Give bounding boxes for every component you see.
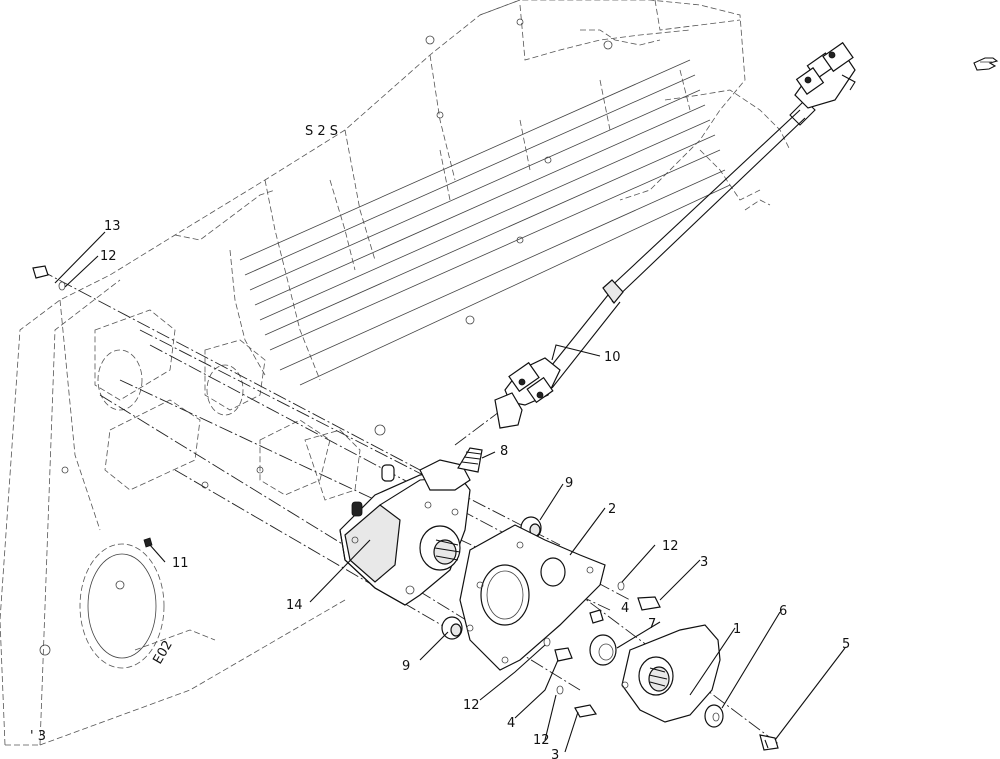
bolt-5 xyxy=(759,734,779,751)
bushing xyxy=(589,634,617,666)
callout-3-lower: 3 xyxy=(551,748,559,759)
callout-1: 1 xyxy=(733,622,741,637)
upper-universal-joint xyxy=(794,41,856,109)
mounting-plate xyxy=(459,524,606,671)
lower-universal-joint xyxy=(494,357,561,429)
bolt-3-upper xyxy=(637,596,661,611)
callout-6: 6 xyxy=(779,604,787,619)
callout-14: 14 xyxy=(286,598,303,613)
chassis-frame-outline: E02 S 2 S ' 3 xyxy=(0,0,791,746)
gearbox-input-shaft xyxy=(457,447,483,473)
cover-disc xyxy=(621,624,721,723)
bolt-4-upper xyxy=(589,609,604,624)
steering-shaft xyxy=(539,99,816,389)
callout-9-upper: 9 xyxy=(565,476,573,491)
steering-gearbox xyxy=(339,447,483,606)
svg-text:E02: E02 xyxy=(150,638,175,667)
callout-10: 10 xyxy=(604,350,621,365)
callout-12-lower-left: 12 xyxy=(463,698,480,713)
callout-8: 8 xyxy=(500,444,508,459)
fitting-11 xyxy=(143,537,153,548)
callout-5: 5 xyxy=(842,637,850,652)
lock-washer-12-mid xyxy=(543,637,551,647)
lock-washer-12-upper xyxy=(617,581,625,591)
callout-3-upper: 3 xyxy=(700,555,708,570)
callout-12-bottom: 12 xyxy=(533,733,550,748)
leader-lines xyxy=(54,231,846,753)
bolt-13 xyxy=(32,265,66,291)
svg-text:S 2 S: S 2 S xyxy=(305,124,338,139)
callout-11: 11 xyxy=(172,556,189,571)
callout-4-upper: 4 xyxy=(621,601,629,616)
callout-12-right: 12 xyxy=(662,539,679,554)
callouts: 13 12 11 10 8 9 2 12 3 4 14 9 7 1 6 5 12… xyxy=(100,219,850,759)
washer xyxy=(704,704,724,728)
callout-7: 7 xyxy=(648,617,656,632)
hand-pointer-icon[interactable] xyxy=(973,57,999,71)
callout-13: 13 xyxy=(104,219,121,234)
callout-2: 2 xyxy=(608,502,616,517)
lock-washer-12-lower xyxy=(556,685,564,695)
bolt-4-lower xyxy=(554,647,573,662)
callout-12-top: 12 xyxy=(100,249,117,264)
svg-text:' 3: ' 3 xyxy=(30,729,46,744)
bolt-3-lower xyxy=(574,704,598,718)
gearbox-output-shaft xyxy=(419,525,461,571)
callout-4-lower: 4 xyxy=(507,716,515,731)
callout-9-lower: 9 xyxy=(402,659,410,674)
